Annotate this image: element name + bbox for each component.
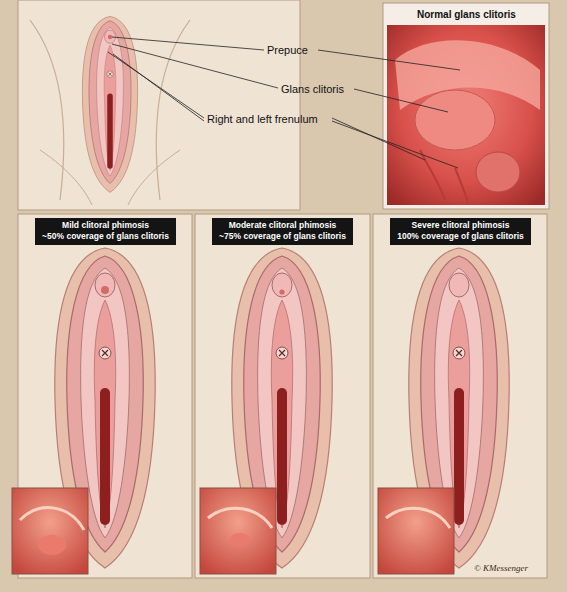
panel-heading: Mild clitoral phimosis	[41, 220, 170, 231]
part-label: Right and left frenulum	[207, 113, 318, 125]
panel-heading: Moderate clitoral phimosis	[218, 220, 347, 231]
panel-subheading: ~75% coverage of glans clitoris	[218, 231, 347, 242]
watermark-box: © KMessenger	[474, 562, 528, 575]
header-band: Mild clitoral phimosis~50% coverage of g…	[35, 218, 176, 245]
panel-heading: Severe clitoral phimosis	[396, 220, 525, 231]
part-label: Prepuce	[267, 44, 308, 56]
panel-subheading: 100% coverage of glans clitoris	[396, 231, 525, 242]
part-label-box: Right and left frenulum	[207, 113, 318, 126]
photo-title: Normal glans clitoris	[417, 9, 516, 20]
part-label-box: Glans clitoris	[281, 83, 344, 96]
header-band: Moderate clitoral phimosis~75% coverage …	[212, 218, 353, 245]
part-label: Glans clitoris	[281, 83, 344, 95]
header-band: Severe clitoral phimosis100% coverage of…	[390, 218, 531, 245]
watermark: © KMessenger	[474, 563, 528, 573]
photo-title-box: Normal glans clitoris	[417, 8, 516, 21]
part-label-box: Prepuce	[267, 44, 308, 57]
panel-subheading: ~50% coverage of glans clitoris	[41, 231, 170, 242]
